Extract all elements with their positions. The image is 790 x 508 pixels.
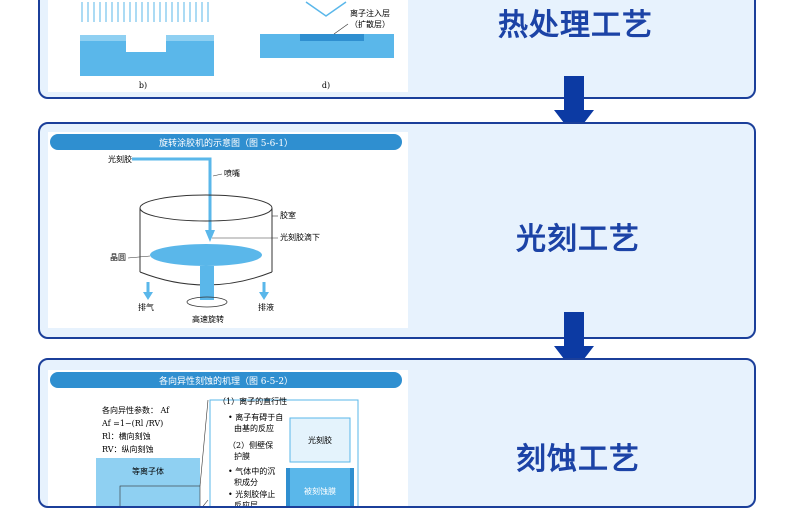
spindle [200,266,214,300]
text-b2a: • 气体中的沉 [228,466,275,476]
label-etched-film: 被刻蚀膜 [304,486,336,496]
resist-feed-line [132,157,212,232]
label-drip: 光刻胶滴下 [280,232,320,242]
label-chamber: 胶室 [280,210,296,220]
flow-arrow-1 [554,76,594,142]
step-title-heat-treatment: 热处理工艺 [498,8,653,43]
heat-treatment-diagram: b) 离子注入层 （扩散层） d) [80,1,394,90]
label-photoresist: 光刻胶 [108,154,132,164]
text-b1b: 由基的反应 [234,423,274,433]
process-card-photolithography: 旋转涂胶机的示意图（图 5-6-1） 光刻胶 喷嘴 胶室 [38,122,756,339]
caption-bar [50,134,402,150]
figure-caption: 旋转涂胶机的示意图（图 5-6-1） [159,137,293,149]
text-rv: RV：纵向刻蚀 [102,444,154,454]
figure-caption: 各向异性刻蚀的机理（图 6-5-2） [159,375,293,387]
text-b3a: • 光刻胶停止 [228,489,275,499]
spin-coater-diagram: 旋转涂胶机的示意图（图 5-6-1） 光刻胶 喷嘴 胶室 [50,134,402,324]
label-spin: 高速旋转 [192,314,224,324]
photoresist-block [289,417,351,463]
d-arrow-tip [305,1,347,17]
label-b: b) [139,81,147,90]
caption-bar [50,372,402,388]
process-card-heat-treatment: b) 离子注入层 （扩散层） d) 热处理工艺 [38,0,756,99]
text-rl: Rl：横向刻蚀 [102,431,151,441]
step-title-etching: 刻蚀工艺 [516,442,640,477]
annotation-implant: 离子注入层 [350,8,390,18]
label-nozzle: 喷嘴 [224,168,240,178]
process-card-etching: 各向异性刻蚀的机理（图 6-5-2） 各向异性参数： Af Af =1−(Rl … [38,358,756,508]
text-b1a: • 离子有碍于自 [228,412,283,422]
step-title-photolithography: 光刻工艺 [516,222,640,257]
text-s2b: 护膜 [234,451,250,461]
flow-arrow-2 [554,312,594,378]
label-stack-photoresist: 光刻胶 [308,435,332,445]
text-s1: （1）离子的直行性 [218,396,287,406]
label-d: d) [322,81,330,90]
text-param: 各向异性参数： Af [102,405,170,415]
implant-layer [300,34,364,41]
text-b2b: 积成分 [234,477,258,487]
text-s2a: （2）侧壁保 [228,440,273,450]
implant-arrows [81,2,209,22]
heat-treatment-figure: b) 离子注入层 （扩散层） d) [48,0,408,92]
label-exhaust: 排气 [138,302,154,312]
down-arrow-icon [554,76,594,136]
etching-figure: 各向异性刻蚀的机理（图 6-5-2） 各向异性参数： Af Af =1−(Rl … [48,370,408,508]
etching-diagram: 各向异性刻蚀的机理（图 6-5-2） 各向异性参数： Af Af =1−(Rl … [50,372,402,508]
annotation-diffusion: （扩散层） [350,19,390,29]
label-drain: 排液 [258,302,274,312]
label-plasma: 等离子体 [132,466,164,476]
wafer-disk [150,244,262,266]
plasma-region [96,458,200,506]
text-b3b: 反应层 [234,500,258,508]
spin-coater-figure: 旋转涂胶机的示意图（图 5-6-1） 光刻胶 喷嘴 胶室 [48,132,408,328]
label-wafer: 晶圆 [110,253,126,262]
text-formula: Af =1−(Rl /RV) [101,419,163,428]
substrate-b [80,35,214,76]
down-arrow-icon [554,312,594,372]
